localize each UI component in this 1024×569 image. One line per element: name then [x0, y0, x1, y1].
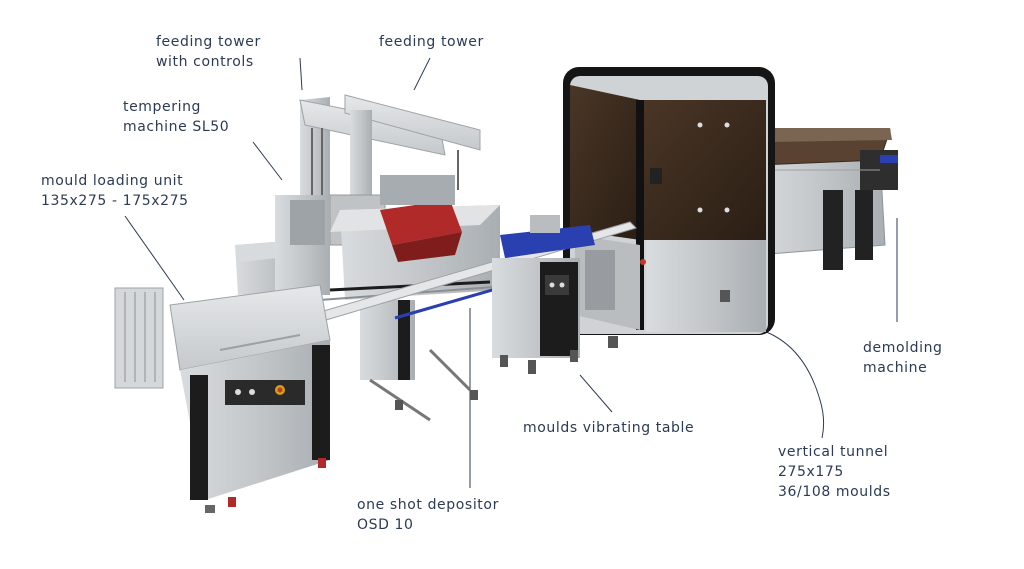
label-line: vertical tunnel [778, 444, 889, 460]
label-line: feeding tower [156, 34, 261, 50]
label-vertical-tunnel: vertical tunnel 275x175 36/108 moulds [778, 442, 891, 502]
label-line: 275x175 [778, 464, 844, 480]
leader-moulds-vibrating-table [579, 374, 613, 413]
moulds-vibrating-table [492, 215, 595, 374]
leader-mould-loading-unit [124, 215, 185, 301]
label-line: 135x275 - 175x275 [41, 193, 189, 209]
vertical-tunnel [563, 67, 775, 348]
label-line: demolding [863, 340, 943, 356]
label-moulds-vibrating-table: moulds vibrating table [523, 418, 694, 438]
label-demolding-machine: demolding machine [863, 338, 943, 378]
leader-feeding-tower-controls [299, 57, 303, 91]
mould-loading-unit [114, 284, 331, 513]
label-line: feeding tower [379, 34, 484, 50]
label-line: one shot depositor [357, 497, 499, 513]
tempering-machine [235, 195, 330, 295]
leader-tempering-machine [252, 141, 283, 181]
label-line: OSD 10 [357, 517, 414, 533]
demolding-machine [749, 128, 898, 270]
one-shot-depositor [319, 175, 521, 422]
label-line: mould loading unit [41, 173, 184, 189]
label-one-shot-depositor: one shot depositor OSD 10 [357, 495, 499, 535]
label-line: with controls [156, 54, 254, 70]
label-feeding-tower-with-controls: feeding tower with controls [156, 32, 261, 72]
leader-vertical-tunnel [735, 324, 825, 439]
label-line: moulds vibrating table [523, 420, 695, 436]
label-feeding-tower: feeding tower [379, 32, 484, 52]
label-tempering-machine: tempering machine SL50 [123, 97, 229, 137]
leader-feeding-tower [413, 57, 431, 91]
label-line: 36/108 moulds [778, 484, 891, 500]
label-line: machine [863, 360, 928, 376]
label-mould-loading-unit: mould loading unit 135x275 - 175x275 [41, 171, 189, 211]
label-line: machine SL50 [123, 119, 230, 135]
label-line: tempering [123, 99, 202, 115]
